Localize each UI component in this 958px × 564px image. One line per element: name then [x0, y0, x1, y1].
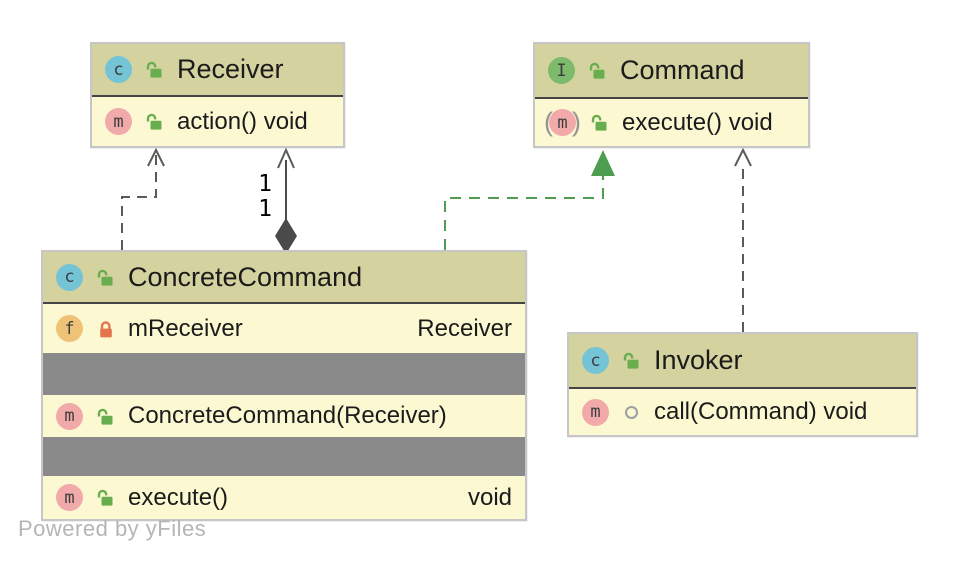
dependency-edge-invoker-to-command[interactable] — [734, 147, 752, 332]
multiplicity-target: 1 — [258, 171, 272, 197]
class-node-receiver[interactable]: c Receiver m action() void — [90, 42, 345, 148]
member-row[interactable]: m action() void — [92, 97, 343, 146]
lock-open-icon — [145, 112, 164, 131]
multiplicity-source: 1 — [258, 196, 272, 222]
class-node-invoker[interactable]: c Invoker m call(Command) void — [567, 332, 918, 437]
realization-edge-concretecommand-to-command[interactable] — [444, 150, 615, 250]
dashed-line — [444, 176, 604, 250]
lock-open-icon — [145, 60, 164, 79]
class-header[interactable]: c Receiver — [92, 44, 343, 97]
lock-open-icon — [622, 351, 641, 370]
lock-open-icon — [590, 113, 609, 132]
class-name: ConcreteCommand — [128, 261, 363, 292]
member-return-type: void — [467, 483, 512, 511]
abstract-paren: ( — [544, 109, 553, 136]
composition-edge-concretecommand-to-receiver[interactable] — [275, 147, 297, 254]
interface-node-command[interactable]: I Command ( m ) execute() void — [533, 42, 810, 148]
filled-triangle-icon — [591, 150, 615, 176]
method-icon: m — [56, 484, 83, 511]
dependency-edge-concretecommand-to-receiver[interactable] — [121, 147, 165, 250]
abstract-paren: ) — [572, 107, 581, 137]
member-signature: ConcreteCommand(Receiver) — [128, 402, 447, 429]
method-icon: m — [56, 402, 83, 430]
separator-band — [43, 353, 525, 395]
yfiles-watermark: Powered by yFiles — [18, 516, 207, 541]
lock-closed-icon — [96, 319, 115, 338]
member-signature: action() void — [177, 107, 308, 135]
member-row[interactable]: m call(Command) void — [569, 389, 916, 435]
field-row[interactable]: f mReceiver Receiver — [43, 304, 525, 353]
member-signature: execute() — [128, 483, 229, 511]
class-node-concretecommand[interactable]: c ConcreteCommand f mReceiver Receiver m… — [41, 250, 527, 521]
dashed-line — [121, 152, 157, 250]
member-row[interactable]: ( m ) execute() void — [535, 99, 808, 146]
constructor-row[interactable]: m ConcreteCommand(Receiver) — [43, 395, 525, 437]
method-icon: m — [582, 398, 609, 426]
abstract-method-icon: ( m ) — [544, 109, 581, 136]
field-icon: f — [56, 315, 83, 342]
lock-open-icon — [588, 61, 607, 80]
class-header[interactable]: I Command — [535, 44, 808, 99]
class-header[interactable]: c ConcreteCommand — [43, 252, 525, 304]
field-type: Receiver — [417, 314, 512, 342]
interface-icon: I — [548, 57, 575, 84]
lock-open-icon — [96, 268, 115, 287]
member-signature: call(Command) void — [654, 398, 868, 425]
lock-open-icon — [96, 488, 115, 507]
method-icon: m — [549, 109, 576, 136]
method-row[interactable]: m execute() void — [43, 476, 525, 519]
class-header[interactable]: c Invoker — [569, 334, 916, 389]
class-icon: c — [105, 56, 132, 83]
member-signature: execute() void — [622, 108, 773, 136]
class-name: Receiver — [177, 54, 284, 84]
class-icon: c — [582, 347, 609, 374]
open-arrowhead-icon — [734, 147, 752, 167]
class-name: Invoker — [654, 345, 743, 375]
class-icon: c — [56, 263, 83, 291]
composition-multiplicity-labels: 1 1 — [234, 172, 272, 222]
open-arrowhead-icon — [147, 147, 165, 167]
separator-band — [43, 437, 525, 476]
filled-diamond-icon — [275, 218, 297, 254]
lock-open-icon — [96, 407, 115, 426]
class-name: Command — [620, 55, 745, 85]
method-icon: m — [105, 108, 132, 135]
package-private-icon — [622, 403, 641, 422]
field-name: mReceiver — [128, 314, 243, 342]
open-arrowhead-icon — [277, 147, 295, 169]
